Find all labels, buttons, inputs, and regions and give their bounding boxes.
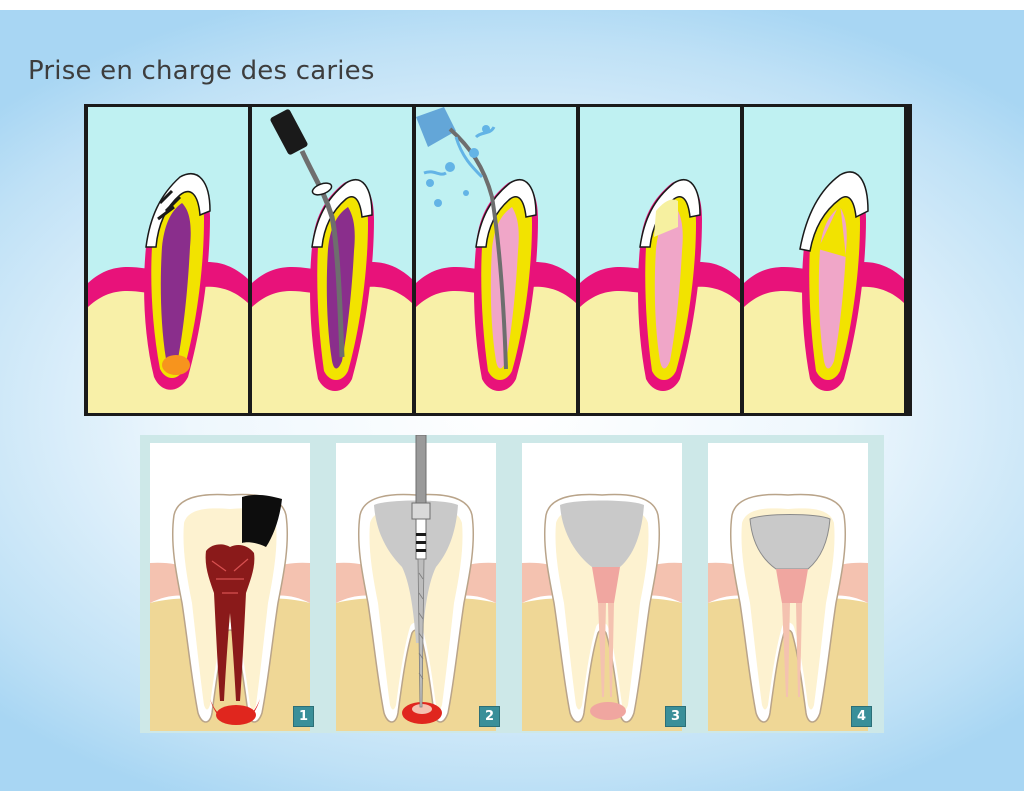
irrigation-syringe-icon: [416, 107, 508, 370]
step-label-2: 2: [479, 706, 500, 727]
panel-3-irrigation: [416, 107, 576, 413]
panel-4-obturation: [580, 107, 740, 413]
molar-treatment-figure: 1 2 3 4: [140, 434, 884, 733]
step-label-3: 3: [665, 706, 686, 727]
panel-2-canal-filing: [252, 107, 412, 413]
panel-1-infected-tooth: [88, 107, 248, 413]
molar-step-3: [522, 443, 682, 731]
molar-treatment-illustration: [140, 434, 884, 733]
slide-title: Prise en charge des caries: [28, 56, 375, 86]
root-canal-sequence-figure: [84, 104, 912, 416]
panel-5-restored-tooth: [744, 107, 904, 413]
molar-step-4: [708, 443, 868, 731]
file-instrument-icon: [270, 109, 345, 358]
molar-step-2: [336, 434, 496, 731]
step-label-1: 1: [293, 706, 314, 727]
endodontic-file-icon: [411, 434, 431, 708]
molar-step-1: [150, 443, 310, 731]
step-label-4: 4: [851, 706, 872, 727]
